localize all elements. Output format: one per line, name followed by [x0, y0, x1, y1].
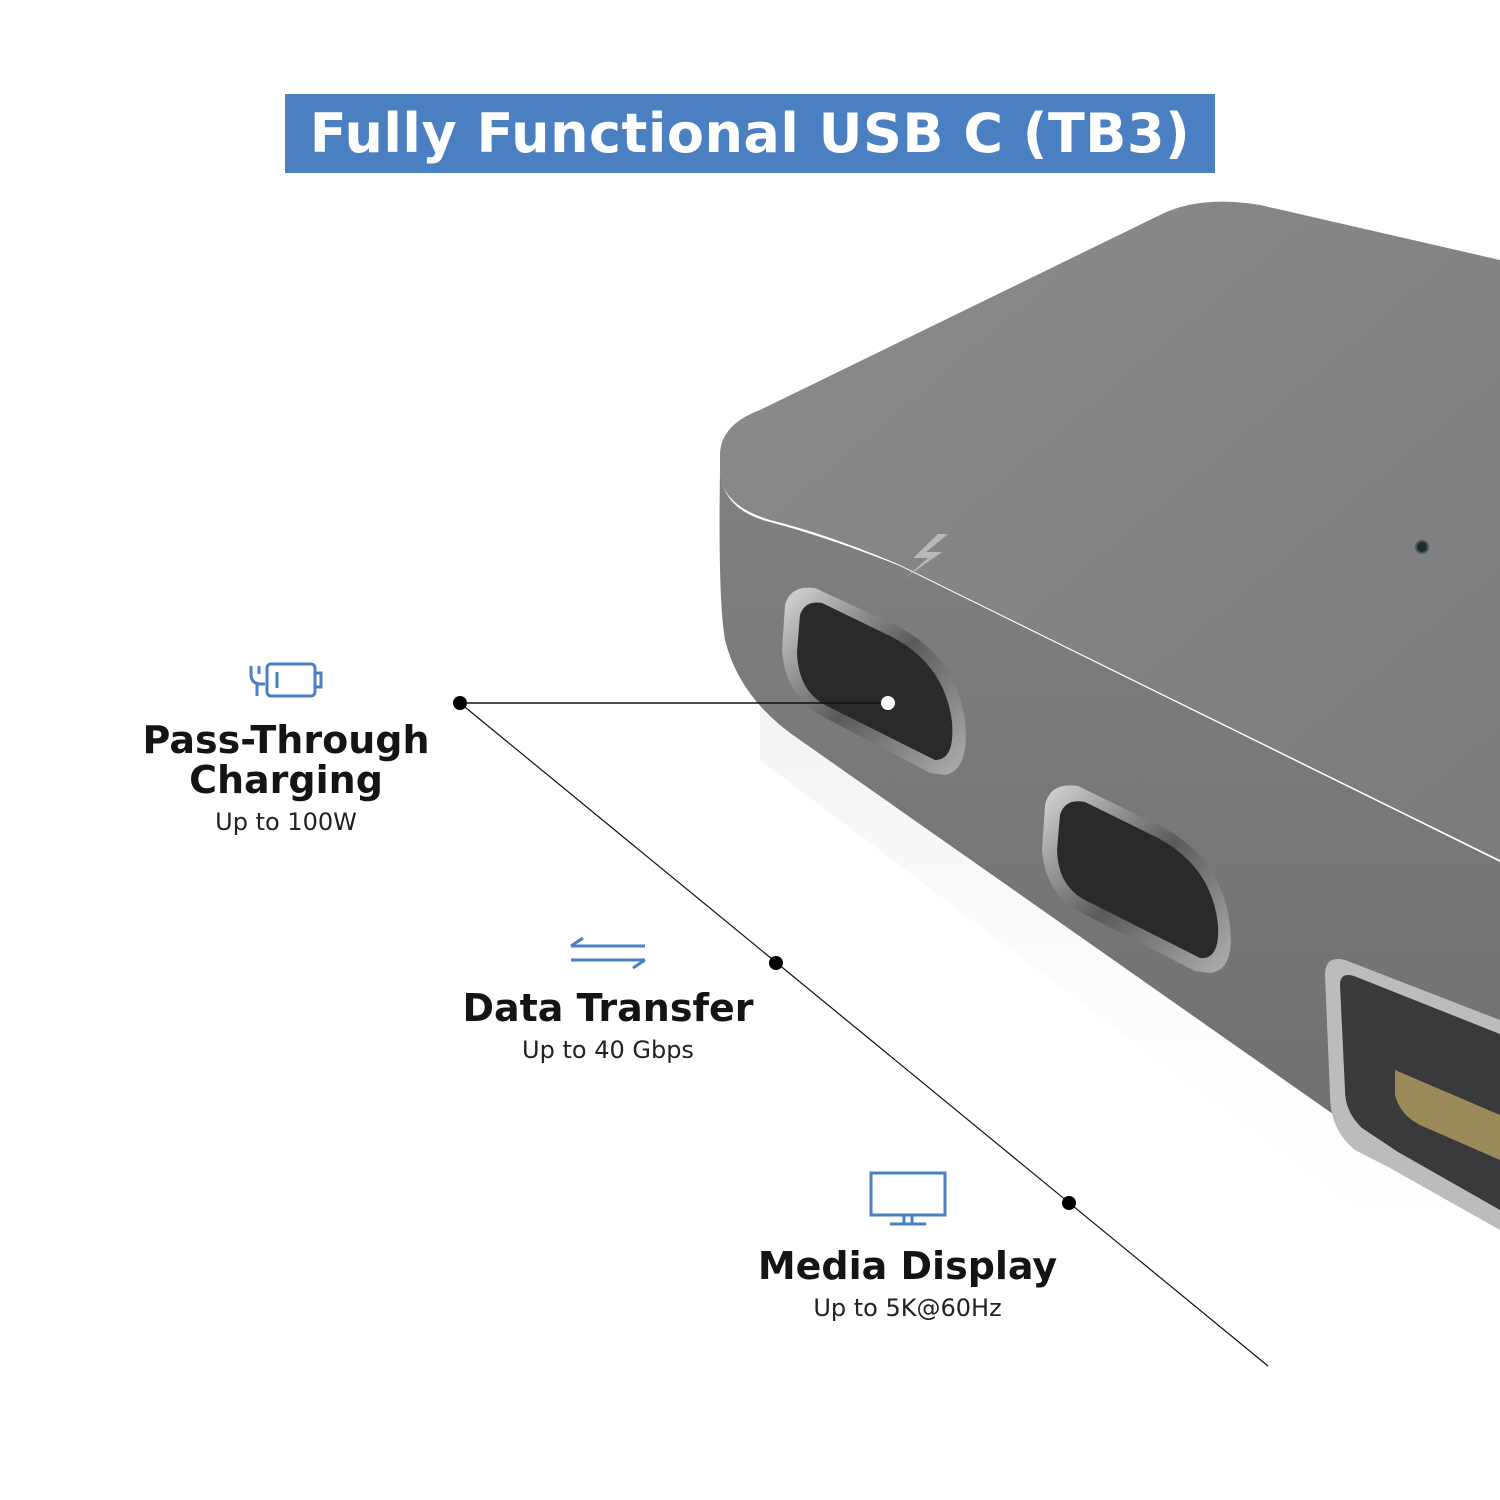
monitor-icon [869, 1171, 946, 1226]
feature-data-transfer: Data Transfer Up to 40 Gbps [448, 936, 768, 1064]
feature-title: Pass-Through Charging [142, 718, 430, 802]
leader-dot-display [1062, 1196, 1076, 1210]
device-top [720, 201, 1500, 860]
feature-title: Data Transfer [462, 986, 754, 1030]
feature-media-display: Media Display Up to 5K@60Hz [740, 1170, 1075, 1322]
feature-subtitle: Up to 100W [215, 808, 357, 836]
feature-subtitle: Up to 40 Gbps [522, 1036, 694, 1064]
leader-line-diagonal [459, 702, 1269, 1367]
feature-subtitle: Up to 5K@60Hz [813, 1294, 1002, 1322]
title-banner: Fully Functional USB C (TB3) [285, 94, 1215, 173]
usb-c-port-1 [782, 587, 966, 775]
leader-dot-charging [453, 696, 467, 710]
leader-dot-data [769, 956, 783, 970]
leader-dot-port [881, 696, 895, 710]
feature-charging: Pass-Through Charging Up to 100W [136, 658, 436, 836]
charging-plug-battery-icon [249, 662, 323, 698]
hdmi-port [1325, 959, 1500, 1230]
banner-title: Fully Functional USB C (TB3) [309, 102, 1191, 165]
feature-title: Media Display [757, 1244, 1058, 1288]
transfer-arrows-icon [570, 936, 646, 970]
device-reflection [760, 700, 1500, 1320]
usb-c-port-2 [1042, 785, 1231, 973]
thunderbolt-icon [905, 534, 948, 578]
status-led [1415, 540, 1429, 554]
